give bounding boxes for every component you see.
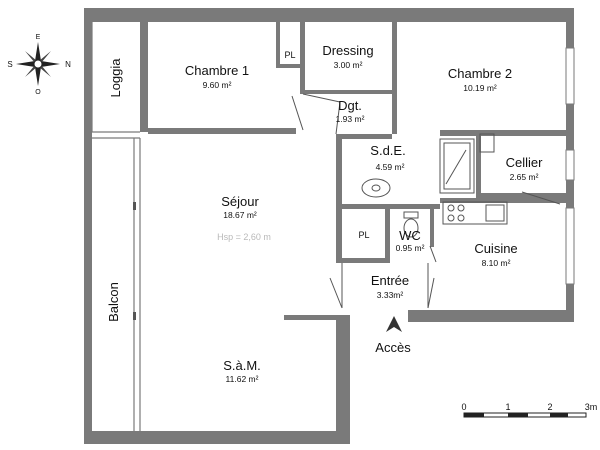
doors	[291, 93, 561, 309]
pl-mid-label: PL	[358, 230, 369, 240]
scale-label-0: 0	[461, 402, 466, 412]
dgt-area: 1.93 m²	[336, 114, 365, 124]
compass-o: O	[35, 89, 41, 96]
balcon-name: Balcon	[106, 282, 121, 322]
right-windows	[565, 47, 575, 285]
scale-label-3: 3m	[585, 402, 598, 412]
scale-label-1: 1	[505, 402, 510, 412]
scale-bar: 0 1 2 3m	[461, 402, 598, 418]
sam-area: 11.62 m²	[226, 374, 259, 384]
chambre1-name: Chambre 1	[185, 63, 249, 78]
window-markers	[133, 202, 136, 320]
compass-s: S	[7, 60, 12, 69]
sde-area: 4.59 m²	[376, 162, 405, 172]
wc-fixture	[403, 211, 419, 238]
sam-name: S.à.M.	[223, 358, 261, 373]
sde-fixtures	[361, 133, 495, 198]
dgt-name: Dgt.	[338, 98, 362, 113]
chambre2-area: 10.19 m²	[463, 83, 497, 93]
dressing-name: Dressing	[322, 43, 373, 58]
sejour-area: 18.67 m²	[223, 210, 257, 220]
sejour-name: Séjour	[221, 194, 259, 209]
chambre1-area: 9.60 m²	[203, 80, 232, 90]
room-labels: Chambre 1 9.60 m² Dressing 3.00 m² Chamb…	[106, 43, 543, 384]
loggia-name: Loggia	[108, 58, 123, 98]
cuisine-area: 8.10 m²	[482, 258, 511, 268]
ceiling-height: Hsp = 2,60 m	[217, 232, 271, 242]
walls	[84, 8, 574, 444]
sde-name: S.d.E.	[370, 143, 405, 158]
scale-label-2: 2	[547, 402, 552, 412]
entry-arrow	[386, 316, 402, 332]
cellier-area: 2.65 m²	[510, 172, 539, 182]
compass-e: E	[36, 34, 41, 41]
entree-area: 3.33m²	[377, 290, 404, 300]
compass-icon: S N E O	[7, 34, 71, 96]
kitchen-fixtures	[442, 201, 508, 225]
chambre2-name: Chambre 2	[448, 66, 512, 81]
railings	[91, 22, 141, 431]
wc-name: WC	[399, 228, 421, 243]
wc-area: 0.95 m²	[396, 243, 425, 253]
cuisine-name: Cuisine	[474, 241, 517, 256]
dressing-area: 3.00 m²	[334, 60, 363, 70]
acces-label: Accès	[375, 340, 411, 355]
compass-n: N	[65, 60, 71, 69]
cellier-name: Cellier	[506, 155, 544, 170]
pl-top-label: PL	[284, 50, 295, 60]
entree-name: Entrée	[371, 273, 409, 288]
